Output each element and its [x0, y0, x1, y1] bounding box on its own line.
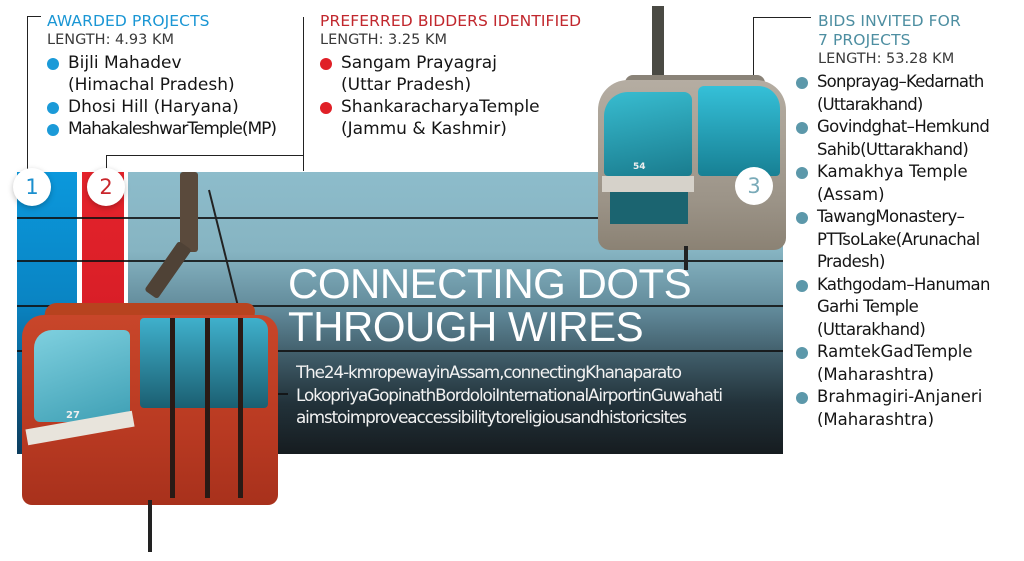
headline-line-2: THROUGH WIRES	[288, 303, 644, 350]
bullet-dot-icon	[796, 167, 808, 179]
list-item: Brahmagiri-Anjaneri(Maharashtra)	[796, 386, 1022, 431]
bullet-dot-icon	[796, 392, 808, 404]
bullet-dot-icon	[796, 77, 808, 89]
list-item: Kamakhya Temple(Assam)	[796, 161, 1022, 206]
section-title: PREFERRED BIDDERS IDENTIFIED	[320, 12, 582, 30]
red-car-number: 27	[66, 410, 80, 421]
section-length: LENGTH: 4.93 KM	[47, 32, 174, 48]
description-text: The24-kmropewayinAssam,connectingKhanapa…	[296, 362, 723, 427]
bracket-awarded	[27, 16, 41, 170]
bullet-dot-icon	[796, 122, 808, 134]
wire-line	[17, 217, 783, 219]
wire-line	[17, 350, 783, 352]
section-title: AWARDED PROJECTS	[47, 12, 210, 30]
list-item: Dhosi Hill (Haryana)	[47, 96, 297, 118]
section-title: BIDS INVITED FOR 7 PROJECTS	[818, 12, 961, 49]
wire-line	[17, 260, 783, 262]
bracket-awarded-right	[106, 17, 304, 171]
bullet-dot-icon	[47, 102, 59, 114]
bids-invited-section: BIDS INVITED FOR 7 PROJECTS LENGTH: 53.2…	[796, 12, 1022, 431]
bracket-connector	[106, 155, 107, 169]
list-item: Bijli Mahadev(Himachal Pradesh)	[47, 52, 297, 96]
bullet-dot-icon	[47, 58, 59, 70]
gray-car-number: 54	[633, 162, 646, 172]
bullet-dot-icon	[320, 58, 332, 70]
bullet-dot-icon	[796, 347, 808, 359]
bullet-dot-icon	[47, 124, 59, 136]
list-item: Sonprayag–Kedarnath(Uttarakhand)	[796, 71, 1022, 116]
headline-line-1: CONNECTING DOTS	[288, 260, 692, 307]
awarded-projects-section: AWARDED PROJECTS LENGTH: 4.93 KM Bijli M…	[47, 12, 297, 140]
section-length: LENGTH: 53.28 KM	[818, 51, 955, 67]
list-item: MahakaleshwarTemple(MP)	[47, 118, 297, 140]
bullet-dot-icon	[320, 102, 332, 114]
headline: CONNECTING DOTS THROUGH WIRES	[288, 260, 692, 350]
bracket-connector	[106, 155, 304, 156]
list-item: Sangam Prayagraj(Uttar Pradesh)	[320, 52, 600, 96]
badge-3: 3	[735, 167, 773, 205]
section-length: LENGTH: 3.25 KM	[320, 32, 447, 48]
bullet-dot-icon	[796, 212, 808, 224]
preferred-bidders-section: PREFERRED BIDDERS IDENTIFIED LENGTH: 3.2…	[320, 12, 600, 140]
badge-2: 2	[87, 168, 125, 206]
list-item: ShankaracharyaTemple(Jammu & Kashmir)	[320, 96, 600, 140]
wire-line	[17, 305, 783, 307]
bullet-dot-icon	[796, 279, 808, 292]
badge-1: 1	[13, 168, 51, 206]
list-item: RamtekGadTemple(Maharashtra)	[796, 341, 1022, 386]
